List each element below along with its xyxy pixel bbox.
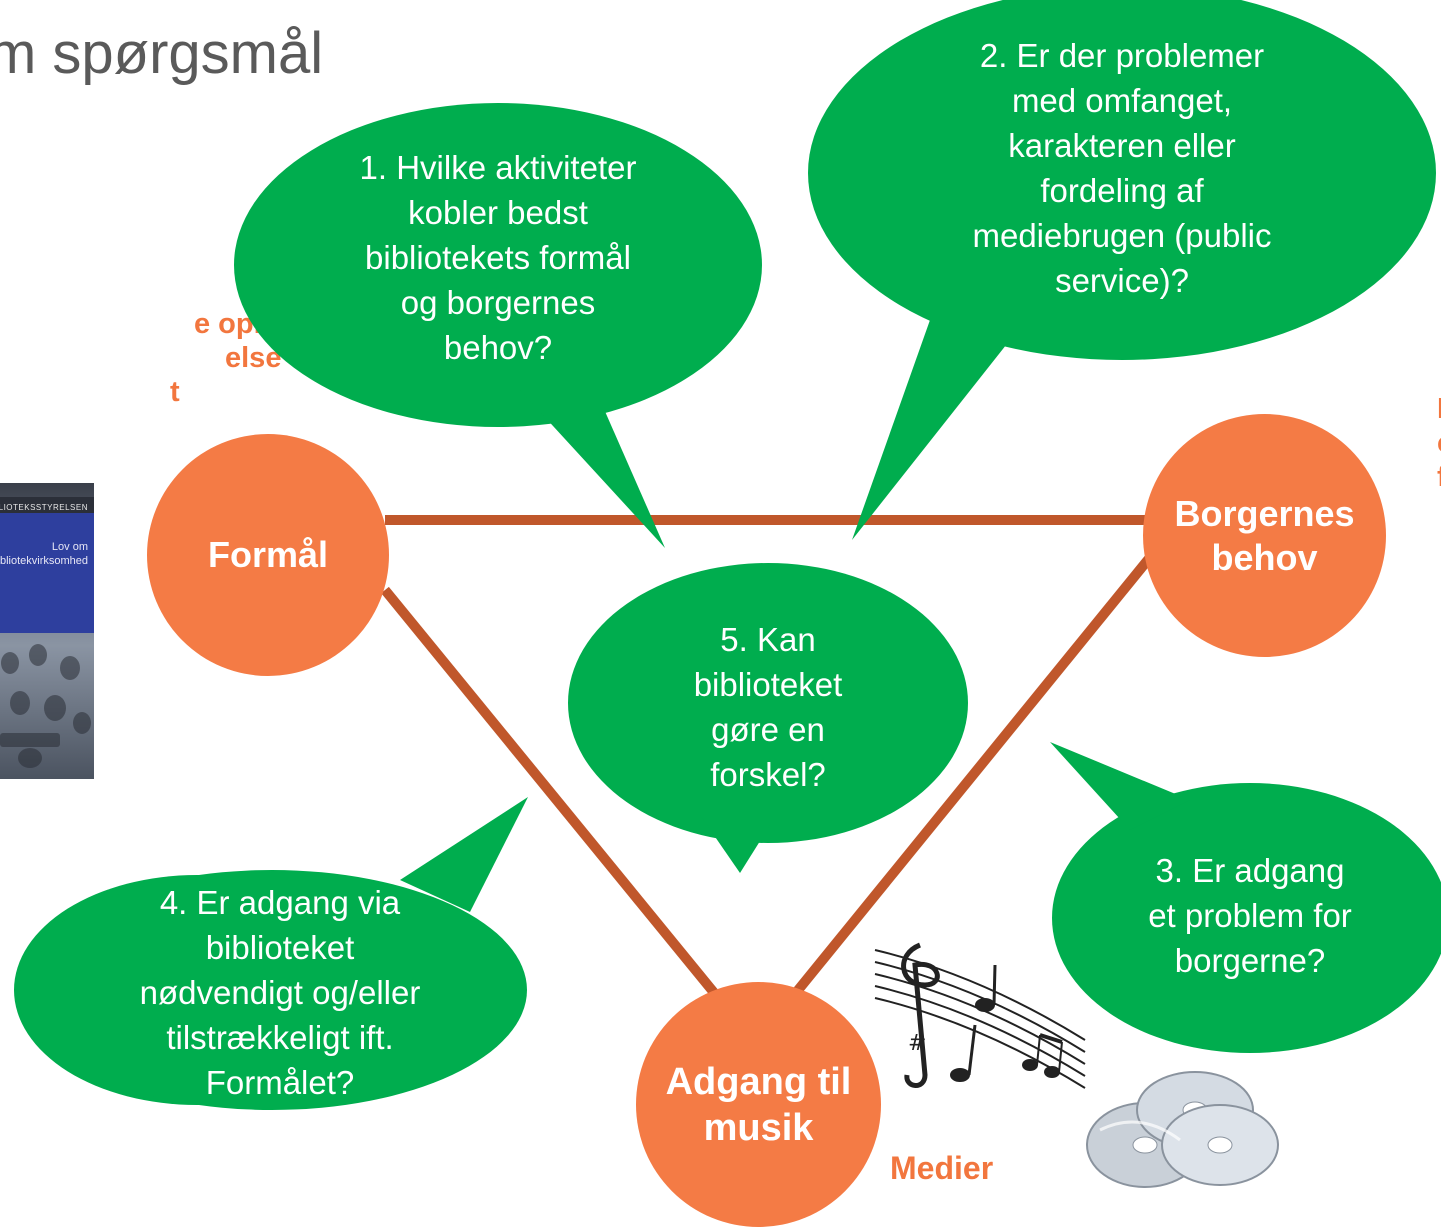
music-notes-icon: # bbox=[874, 942, 1086, 1089]
right-note-line2: c bbox=[1437, 426, 1441, 460]
book-title-line1: Lov om bbox=[51, 541, 88, 553]
question-bubble-3 bbox=[1050, 742, 1441, 1053]
question-1-text: 1. Hvilke aktiviteter kobler bedst bibli… bbox=[359, 149, 637, 366]
node-borgernes-behov: Borgernes behov bbox=[1143, 414, 1386, 657]
book-photo bbox=[0, 644, 91, 768]
book-title-panel: Lov om bibliotekvirksomhed bbox=[0, 513, 94, 633]
left-note-line3: t bbox=[170, 376, 180, 408]
question-2-text: 2. Er der problemer med omfanget, karakt… bbox=[972, 37, 1272, 299]
question-bubble-5 bbox=[568, 563, 968, 873]
right-note-line3: f bbox=[1437, 460, 1441, 494]
node-formal: Formål bbox=[147, 434, 389, 676]
connector-borgernes-adgang bbox=[786, 541, 1164, 1004]
svg-text:#: # bbox=[908, 1031, 926, 1056]
connector-formal-adgang bbox=[381, 586, 724, 1004]
question-5-text: 5. Kan biblioteket gøre en forskel? bbox=[693, 621, 843, 793]
node-adgang-til-musik: Adgang til musik bbox=[636, 982, 881, 1227]
question-4-text: 4. Er adgang via biblioteket nødvendigt … bbox=[139, 884, 421, 1101]
question-bubble-4 bbox=[14, 797, 528, 1110]
right-note-line1: I bbox=[1437, 392, 1441, 426]
question-3-text: 3. Er adgang et problem for borgerne? bbox=[1148, 852, 1352, 979]
page-title: m spørgsmål bbox=[0, 21, 324, 86]
book-publisher: BIBLIOTEKSSTYRELSEN bbox=[0, 503, 88, 512]
cd-stack-icon bbox=[1086, 1071, 1279, 1188]
question-bubble-2 bbox=[808, 0, 1436, 540]
question-bubble-1 bbox=[234, 103, 762, 548]
medier-label: Medier bbox=[890, 1150, 994, 1186]
law-book-cover: BIBLIOTEKSSTYRELSEN Lov om bibliotekvirk… bbox=[0, 483, 94, 779]
right-note: I c f bbox=[1437, 392, 1441, 494]
book-title-line2: bibliotekvirksomhed bbox=[0, 555, 88, 567]
